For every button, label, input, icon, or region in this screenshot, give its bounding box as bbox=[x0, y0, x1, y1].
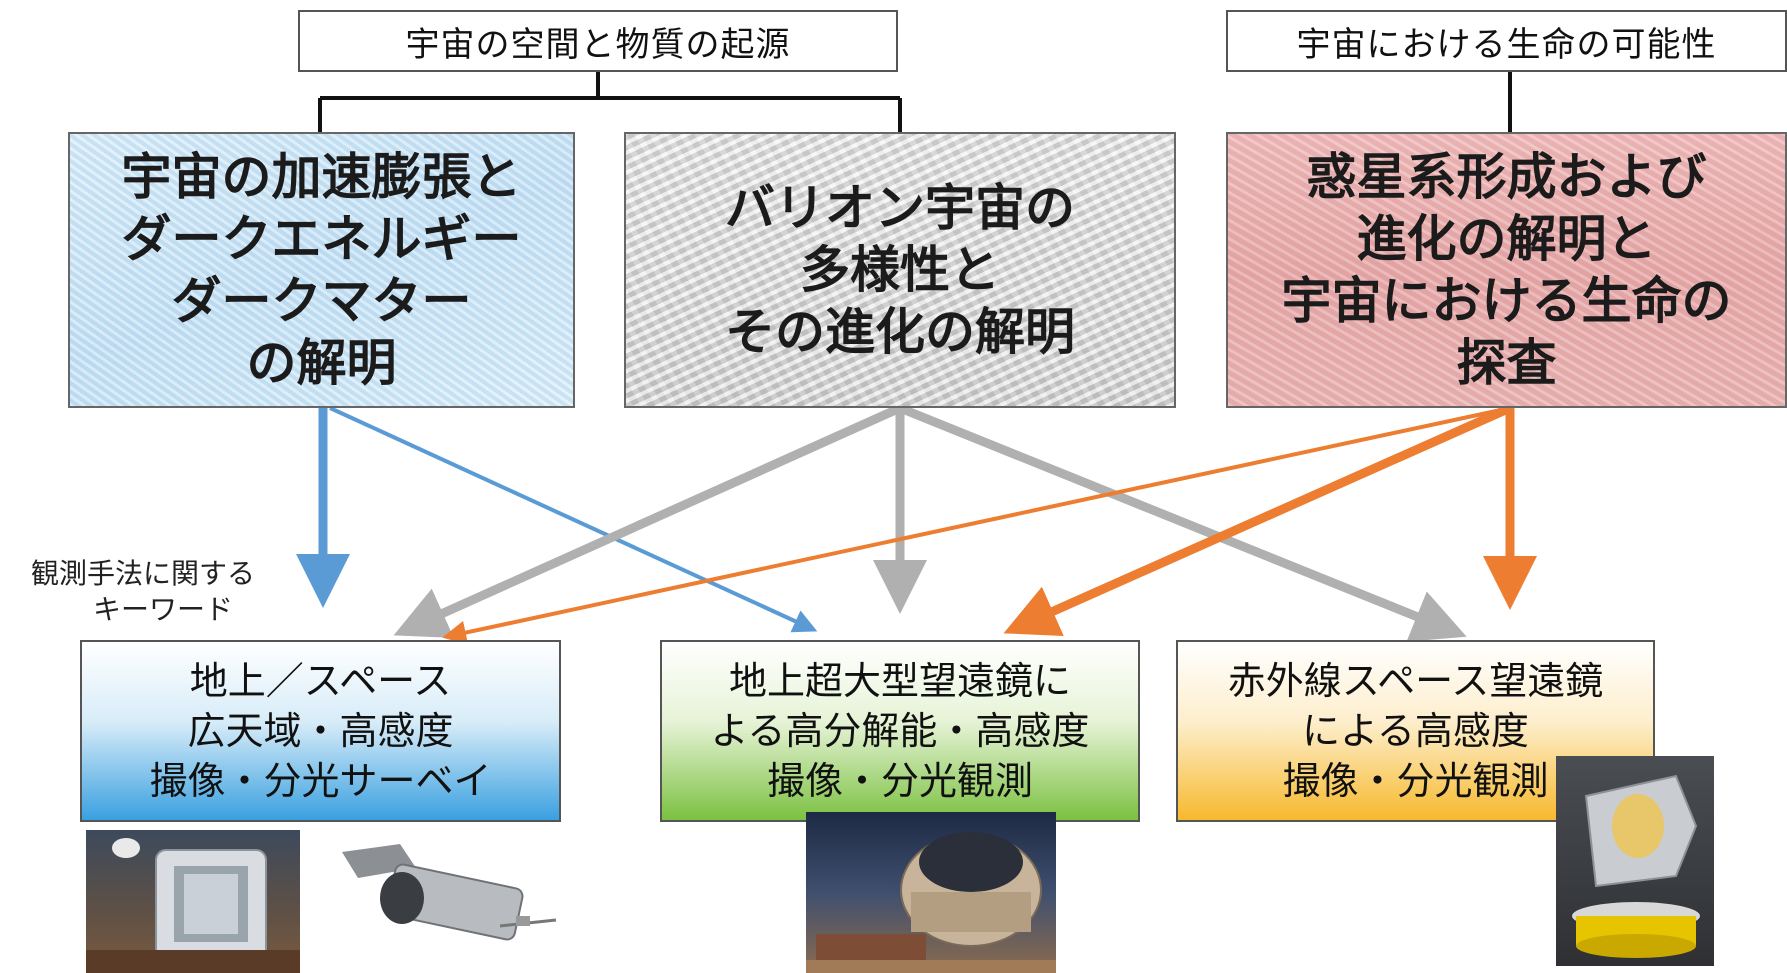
arrow-gray-to-survey bbox=[393, 403, 902, 638]
arrow-blue-to-elt bbox=[329, 406, 818, 633]
method-survey-line-2: 広天域・高感度 bbox=[187, 709, 454, 753]
theme-baryon-box: バリオン宇宙の 多様性と その進化の解明 bbox=[624, 132, 1176, 408]
theme-planet-line-1: 惑星系形成および bbox=[1306, 148, 1707, 206]
keyword-label: 観測手法に関する キーワード bbox=[8, 556, 278, 632]
keyword-label-line-2: キーワード bbox=[92, 593, 233, 626]
theme-baryon-line-1: バリオン宇宙の bbox=[725, 179, 1075, 237]
method-elt-box: 地上超大型望遠鏡に よる高分解能・高感度 撮像・分光観測 bbox=[660, 640, 1140, 822]
theme-dark-energy-box: 宇宙の加速膨張と ダークエネルギー ダークマター の解明 bbox=[68, 132, 575, 408]
theme-dark-energy-line-1: 宇宙の加速膨張と bbox=[121, 148, 522, 206]
category-origin-box: 宇宙の空間と物質の起源 bbox=[298, 10, 898, 72]
category-connectors bbox=[318, 72, 1512, 132]
theme-baryon-line-2: 多様性と bbox=[800, 241, 1000, 299]
theme-dark-energy-line-2: ダークエネルギー bbox=[121, 210, 522, 268]
ground-telescope-dome-icon bbox=[86, 838, 300, 973]
space-telescope-photo bbox=[330, 840, 566, 960]
method-elt-line-2: よる高分解能・高感度 bbox=[710, 709, 1090, 753]
gray-arrows bbox=[393, 403, 1467, 642]
method-infrared-box: 赤外線スペース望遠鏡 による高感度 撮像・分光観測 bbox=[1176, 640, 1655, 822]
orange-arrows bbox=[442, 403, 1537, 645]
method-elt-line-3: 撮像・分光観測 bbox=[766, 759, 1033, 803]
method-infrared-line-2: による高感度 bbox=[1302, 709, 1529, 753]
category-life-box: 宇宙における生命の可能性 bbox=[1226, 10, 1787, 72]
method-survey-line-1: 地上／スペース bbox=[189, 659, 452, 703]
space-telescope-icon bbox=[342, 844, 557, 941]
theme-planet-line-2: 進化の解明と bbox=[1356, 210, 1657, 268]
extremely-large-telescope-photo bbox=[806, 812, 1056, 973]
elt-dome-icon bbox=[806, 832, 1056, 973]
arrow-orange-to-elt bbox=[1003, 403, 1512, 637]
theme-dark-energy-line-4: の解明 bbox=[246, 334, 397, 392]
ground-telescope-dome-photo bbox=[86, 830, 300, 973]
theme-planet-box: 惑星系形成および 進化の解明と 宇宙における生命の 探査 bbox=[1226, 132, 1787, 408]
method-infrared-line-1: 赤外線スペース望遠鏡 bbox=[1227, 659, 1604, 703]
category-origin-label: 宇宙の空間と物質の起源 bbox=[405, 24, 791, 65]
method-infrared-line-3: 撮像・分光観測 bbox=[1282, 759, 1549, 803]
infrared-telescope-icon bbox=[1572, 774, 1700, 958]
arrow-orange-to-survey bbox=[442, 406, 1511, 645]
arrow-gray-to-infrared bbox=[898, 403, 1467, 642]
category-life-label: 宇宙における生命の可能性 bbox=[1296, 24, 1717, 65]
theme-dark-energy-line-3: ダークマター bbox=[171, 272, 472, 330]
keyword-label-line-1: 観測手法に関する bbox=[30, 557, 255, 590]
method-survey-box: 地上／スペース 広天域・高感度 撮像・分光サーベイ bbox=[80, 640, 561, 822]
theme-planet-line-3: 宇宙における生命の bbox=[1281, 272, 1732, 330]
method-elt-line-1: 地上超大型望遠鏡に bbox=[728, 659, 1071, 703]
infrared-space-telescope-photo bbox=[1556, 756, 1714, 966]
method-survey-line-3: 撮像・分光サーベイ bbox=[149, 759, 492, 803]
theme-baryon-line-3: その進化の解明 bbox=[725, 303, 1075, 361]
theme-planet-line-4: 探査 bbox=[1456, 334, 1557, 392]
blue-arrows bbox=[296, 406, 818, 633]
